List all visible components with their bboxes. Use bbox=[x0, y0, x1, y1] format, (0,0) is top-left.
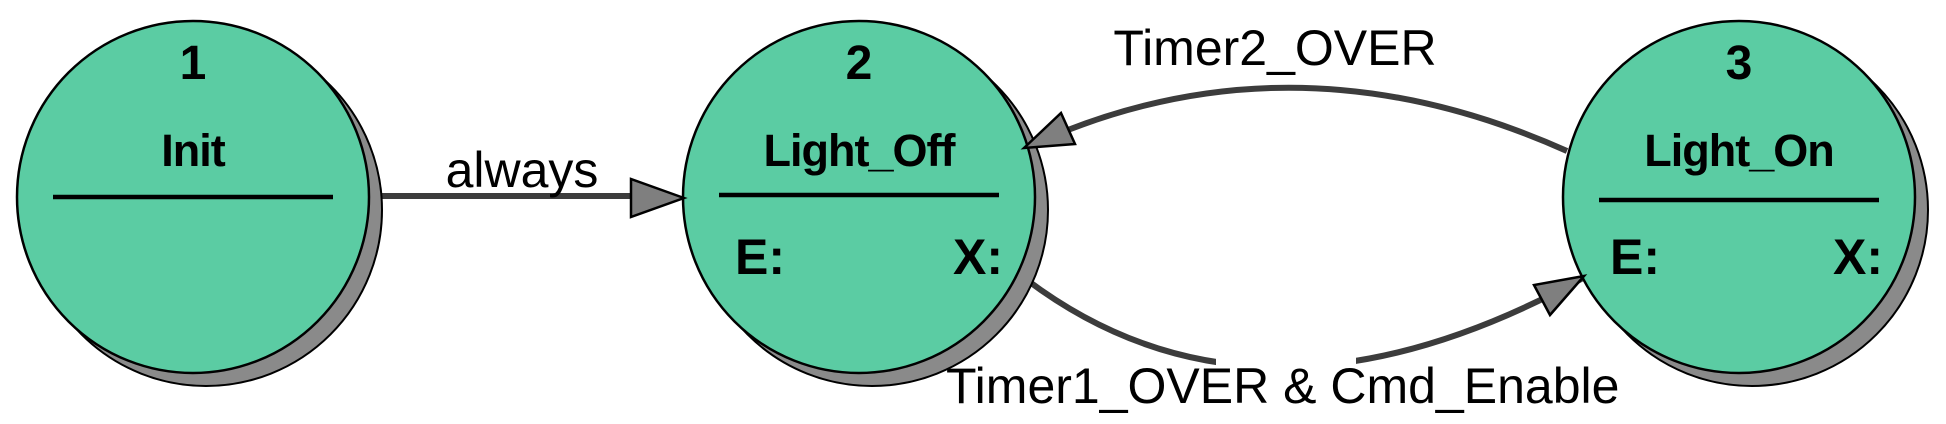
transition-line-timer2-over[interactable] bbox=[1028, 84, 1569, 154]
state-light-on-exit-label: X: bbox=[1833, 229, 1883, 285]
transition-label-timer2-over[interactable]: Timer2_OVER bbox=[1113, 20, 1437, 76]
arrowhead-always-icon[interactable] bbox=[629, 177, 688, 219]
state-light-on-circle[interactable] bbox=[1561, 19, 1917, 375]
state-init-number: 1 bbox=[179, 37, 207, 90]
state-light-on-name: Light_On bbox=[1644, 125, 1834, 176]
transition-label-always[interactable]: always bbox=[445, 142, 599, 198]
arrowhead-timer1-over-icon[interactable] bbox=[1532, 274, 1588, 318]
state-light-off-entry-label: E: bbox=[735, 229, 785, 285]
state-light-off-number: 2 bbox=[845, 37, 873, 90]
arrowhead-timer2-over-icon[interactable] bbox=[1020, 110, 1077, 150]
state-light-on-entry-label: E: bbox=[1610, 229, 1660, 285]
transition-label-mask bbox=[1216, 336, 1356, 424]
state-light-off-name: Light_Off bbox=[763, 125, 956, 176]
state-init-name: Init bbox=[161, 125, 225, 176]
state-light-off-exit-label: X: bbox=[953, 229, 1003, 285]
state-light-on-number: 3 bbox=[1725, 37, 1753, 90]
transition-label-timer1-over[interactable]: Timer1_OVER & Cmd_Enable bbox=[946, 358, 1620, 414]
